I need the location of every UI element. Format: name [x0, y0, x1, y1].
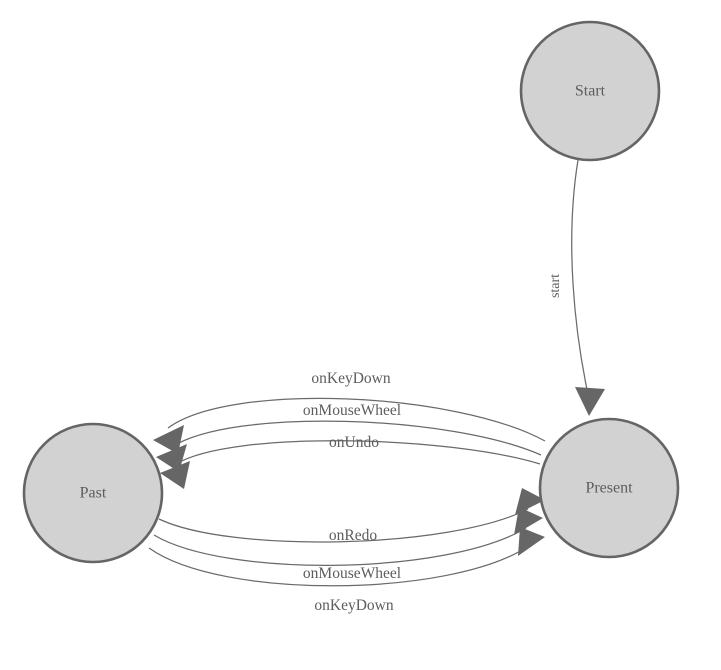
edge-start-to-present-arrowhead — [575, 387, 605, 416]
edge-past-to-present-onredo-label: onRedo — [329, 527, 377, 544]
edge-present-to-past-onkeydown-path — [167, 397, 546, 442]
edge-start-to-present-label: start — [548, 274, 563, 298]
edge-present-to-past-onundo-path — [175, 440, 541, 465]
edge-present-to-past-onmousewheel-label: onMouseWheel — [303, 402, 401, 419]
edge-past-to-present-onredo[interactable]: onRedo — [158, 488, 545, 544]
edge-past-to-present-onkeydown-arrowhead — [518, 527, 545, 556]
edge-start-to-present[interactable]: start — [548, 159, 605, 416]
edge-present-to-past-onkeydown-arrowhead — [153, 425, 184, 454]
edge-present-to-past-onkeydown[interactable]: onKeyDown — [153, 370, 546, 454]
node-present-circle — [538, 417, 680, 559]
edge-present-to-past-onmousewheel-arrowhead — [156, 444, 187, 472]
edge-past-to-present-onredo-arrowhead — [515, 488, 545, 515]
edge-past-to-present-onmousewheel[interactable]: onMouseWheel — [153, 507, 543, 582]
edge-past-to-present-onkeydown-label: onKeyDown — [314, 597, 393, 614]
edge-past-to-present-onkeydown[interactable]: onKeyDown — [148, 527, 545, 614]
node-start-circle — [519, 20, 661, 162]
edge-present-to-past-onmousewheel[interactable]: onMouseWheel — [156, 402, 542, 472]
node-start[interactable]: Start — [519, 20, 661, 162]
edge-present-to-past-onundo-arrowhead — [160, 461, 190, 489]
node-past-label: Past — [80, 485, 107, 502]
node-present-label: Present — [585, 480, 633, 497]
edge-past-to-present-onkeydown-path — [148, 546, 528, 587]
node-present[interactable]: Present — [538, 417, 680, 559]
edge-present-to-past-onundo[interactable]: onUndo — [160, 434, 541, 489]
edge-present-to-past-onundo-label: onUndo — [329, 434, 379, 451]
edge-past-to-present-onredo-path — [158, 508, 529, 543]
edge-present-to-past-onmousewheel-path — [171, 420, 542, 456]
edge-past-to-present-onmousewheel-label: onMouseWheel — [303, 565, 401, 582]
node-start-label: Start — [575, 83, 606, 100]
edge-past-to-present-onmousewheel-path — [153, 527, 527, 566]
edge-present-to-past-onkeydown-label: onKeyDown — [311, 370, 390, 387]
node-past-circle — [22, 422, 164, 564]
node-past[interactable]: Past — [22, 422, 164, 564]
edge-start-to-present-path — [571, 159, 590, 400]
